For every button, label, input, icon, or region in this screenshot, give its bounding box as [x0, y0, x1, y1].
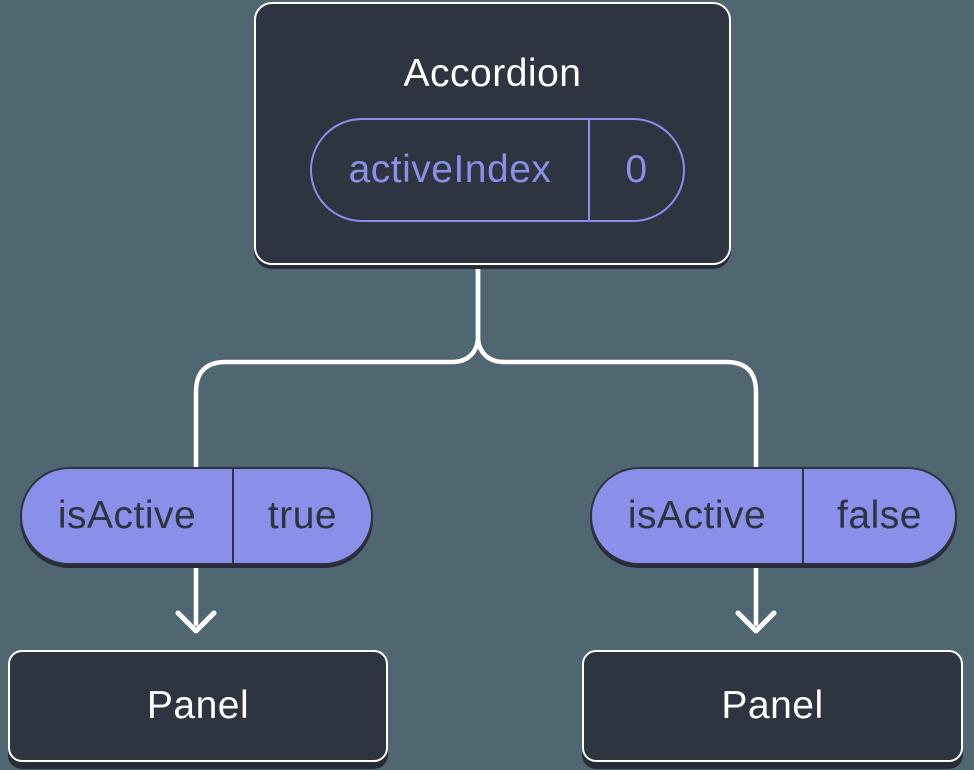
accordion-node: Accordion activeIndex 0: [254, 2, 731, 265]
state-pill-activeindex: activeIndex 0: [310, 118, 685, 222]
connector-root-to-right-pill: [475, 259, 759, 627]
prop-name: isActive: [22, 469, 234, 563]
arrow-down-icon: [175, 610, 217, 634]
node-title: Accordion: [403, 52, 582, 95]
panel-node-left: Panel: [8, 650, 388, 762]
prop-pill-right: isActive false: [590, 467, 957, 565]
prop-name: isActive: [592, 469, 804, 563]
prop-value: true: [267, 494, 338, 537]
state-value: 0: [625, 148, 648, 191]
connector-root-to-left-pill: [193, 259, 481, 627]
state-name: activeIndex: [312, 120, 590, 220]
prop-pill-left: isActive true: [20, 467, 373, 565]
arrow-down-icon: [735, 610, 777, 634]
prop-value: false: [837, 494, 922, 537]
panel-node-right: Panel: [582, 650, 963, 762]
